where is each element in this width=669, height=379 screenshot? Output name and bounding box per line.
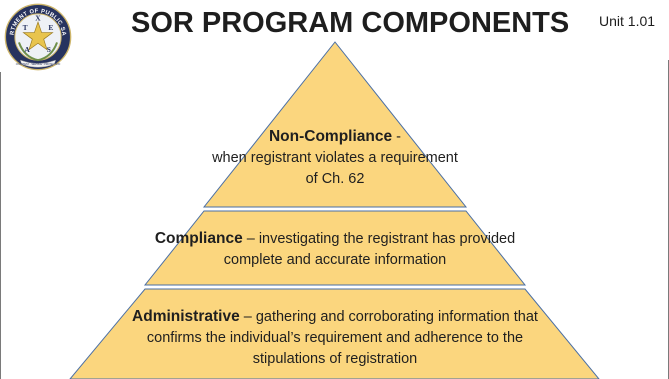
seal-letter-x: X xyxy=(35,14,41,23)
seal-letter-e: E xyxy=(48,23,53,32)
tier-separator: – xyxy=(239,309,256,325)
star-icon xyxy=(22,20,54,51)
page-title: SOR PROGRAM COMPONENTS xyxy=(131,7,570,39)
tier-term: Administrative xyxy=(132,308,240,325)
unit-label: Unit 1.01 xyxy=(599,13,656,29)
tier-description: when registrant violates a requirement o… xyxy=(212,150,458,187)
seal-letter-a: A xyxy=(24,45,30,54)
seal-letter-s: S xyxy=(47,45,51,54)
tier-non-compliance-shape xyxy=(202,41,468,208)
tier-non-compliance: Non-Compliance - when registrant violate… xyxy=(210,126,460,190)
seal-letter-t: T xyxy=(23,23,28,32)
tier-separator: - xyxy=(392,129,401,145)
tier-description: gathering and corroborating information … xyxy=(146,309,538,367)
dps-seal-logo: DEPARTMENT OF PUBLIC SAFETY T E X A S CO… xyxy=(4,3,72,71)
seal-ribbon-text: COURTESY · SERVICE · PROTECTION xyxy=(16,63,61,66)
tier-compliance-shape xyxy=(143,210,527,286)
tier-description: investigating the registrant has provide… xyxy=(223,231,516,268)
tier-separator: – xyxy=(242,231,259,247)
tier-term: Non-Compliance xyxy=(268,128,393,145)
tier-administrative-shape xyxy=(69,288,600,379)
tier-compliance: Compliance – investigating the registran… xyxy=(135,228,535,271)
tier-administrative: Administrative – gathering and corrobora… xyxy=(125,306,545,370)
tier-term: Compliance xyxy=(154,230,243,247)
